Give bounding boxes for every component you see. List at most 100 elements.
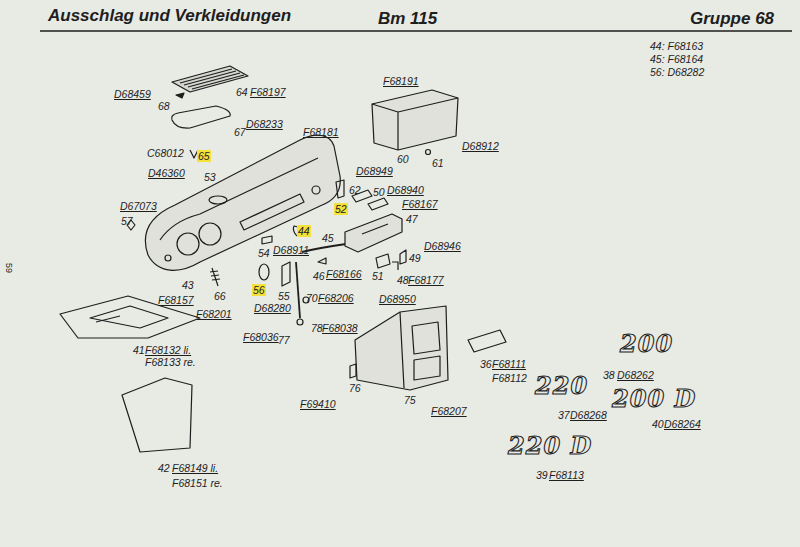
part-number: F68149 li. — [172, 462, 218, 474]
callout-number: 50 — [373, 186, 385, 198]
part-number: D68264 — [664, 418, 701, 430]
part-number: D68268 — [570, 409, 607, 421]
part-number: F68133 re. — [145, 356, 196, 368]
header-text: Gruppe 68 — [690, 9, 774, 29]
callout-number: 64 — [236, 86, 248, 98]
callout-number: 65 — [197, 150, 211, 162]
part-number: F68206 — [318, 292, 354, 304]
handle — [362, 224, 388, 234]
callout-number: 37 — [558, 409, 570, 421]
part-number: F68207 — [431, 405, 467, 417]
side-panel — [122, 378, 192, 452]
bracket — [376, 254, 390, 268]
callout-number: 51 — [372, 270, 384, 282]
callout-number: 38 — [603, 369, 615, 381]
bracket — [400, 250, 406, 264]
part-number: F69410 — [300, 398, 336, 410]
callout-number: 78 — [311, 322, 323, 334]
part-number: F68167 — [402, 198, 438, 210]
callout-number: 52 — [334, 203, 348, 215]
note: 56: D68282 — [650, 66, 704, 78]
bracket — [392, 262, 398, 270]
note: 44: F68163 — [650, 40, 703, 52]
callout-number: 68 — [158, 100, 170, 112]
bracket — [336, 180, 344, 198]
part-number: F68111 — [492, 358, 526, 370]
part-number: D68949 — [356, 165, 393, 177]
callout-number: 55 — [278, 290, 290, 302]
part-number: F68197 — [250, 86, 286, 98]
callout-number: 70 — [306, 292, 318, 304]
callout-number: 46 — [313, 270, 325, 282]
callout-number: 67 — [234, 126, 246, 138]
part-number: D68459 — [114, 88, 151, 100]
part-number: D68946 — [424, 240, 461, 252]
knob — [282, 262, 290, 286]
callout-number: 61 — [432, 157, 444, 169]
clip — [350, 364, 356, 378]
callout-number: 47 — [406, 213, 418, 225]
part-number: D68912 — [462, 140, 499, 152]
ring — [259, 264, 269, 280]
part-number: D46360 — [148, 167, 185, 179]
callout-number: 77 — [278, 334, 290, 346]
callout-number: 41 — [133, 344, 145, 356]
part-number: F68201 — [196, 308, 232, 320]
page-number: 59 — [3, 263, 15, 273]
emblem-lettering: 220 — [535, 372, 588, 400]
part-number: F68036 — [243, 331, 279, 343]
part-number: D68950 — [379, 293, 416, 305]
clip — [318, 258, 326, 264]
callout-number: 53 — [204, 171, 216, 183]
callout-number: 54 — [258, 247, 270, 259]
part-number: D68911 — [273, 244, 309, 256]
header-rule — [40, 30, 792, 32]
part-number: D67073 — [120, 200, 157, 212]
callout-number: 40 — [652, 418, 664, 430]
callout-number: 44 — [297, 225, 311, 237]
callout-number: 48 — [397, 274, 409, 286]
callout-number: 56 — [252, 284, 266, 296]
part-number: F68157 — [158, 294, 194, 306]
header-text: Bm 115 — [378, 9, 437, 29]
rod-end — [297, 319, 303, 325]
part-number: F68132 li. — [145, 344, 191, 356]
defroster-grille — [172, 66, 248, 98]
emblem-lettering: 220 D — [508, 432, 592, 460]
part-number: F68181 — [303, 126, 339, 138]
flap — [368, 198, 388, 210]
part-number: F68112 — [492, 372, 527, 384]
callout-number: 42 — [158, 462, 170, 474]
part-number: C68012 — [147, 147, 184, 159]
page-title: Ausschlag und Verkleidungen — [48, 6, 291, 26]
callout-number: 57 — [121, 215, 133, 227]
callout-number: 60 — [397, 153, 409, 165]
callout-number: 49 — [409, 252, 421, 264]
ashtray-lid — [345, 214, 402, 252]
callout-number: 75 — [404, 394, 416, 406]
part-number: D68233 — [246, 118, 283, 130]
part-number: D68280 — [254, 302, 291, 314]
clip — [262, 236, 272, 244]
part-number: D68262 — [617, 369, 654, 381]
glove-box — [372, 90, 458, 150]
part-number: F68151 re. — [172, 477, 223, 489]
callout-number: 66 — [214, 290, 226, 302]
callout-number: 45 — [322, 232, 334, 244]
callout-number: 39 — [536, 469, 548, 481]
part-number: F68191 — [383, 75, 419, 87]
plate — [468, 330, 506, 352]
center-console — [355, 306, 448, 390]
screw — [426, 150, 431, 155]
callout-number: 76 — [349, 382, 361, 394]
callout-number: 36 — [480, 358, 492, 370]
rod — [296, 262, 300, 318]
part-number: F68177 — [408, 274, 444, 286]
callout-number: 62 — [349, 184, 361, 196]
cover-plate — [172, 106, 231, 128]
note: 45: F68164 — [650, 53, 703, 65]
callout-number: 43 — [182, 279, 194, 291]
part-number: F68038 — [322, 322, 358, 334]
spring — [210, 268, 220, 286]
part-number: F68166 — [326, 268, 362, 280]
